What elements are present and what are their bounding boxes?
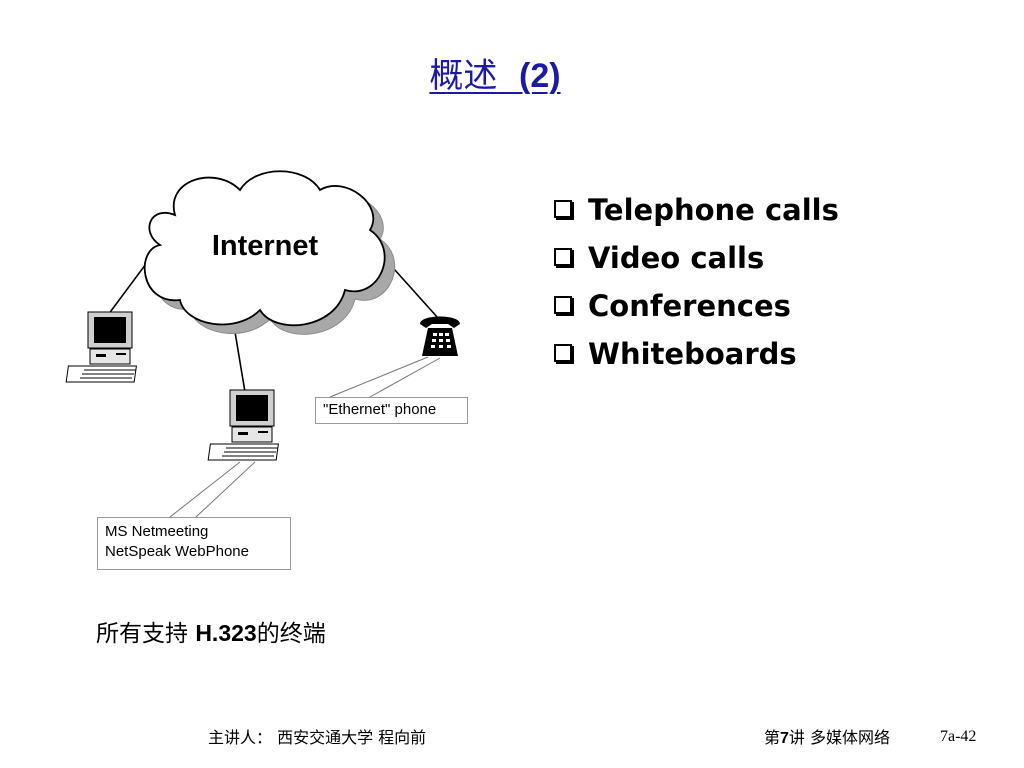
page-number: 7a-42 <box>940 728 976 746</box>
bullet-item: Conferences <box>554 282 839 330</box>
checkbox-bullet-icon <box>554 200 572 218</box>
checkbox-bullet-icon <box>554 344 572 362</box>
pc-callout-line1: MS Netmeeting <box>105 522 283 542</box>
footer-lecture-suffix: 讲 多媒体网络 <box>789 728 890 747</box>
pc-callout: MS Netmeeting NetSpeak WebPhone <box>97 517 291 570</box>
footer-lecture: 第7讲 多媒体网络 <box>764 724 890 748</box>
bullet-item: Video calls <box>554 234 839 282</box>
pc-icon <box>66 312 136 382</box>
phone-callout: "Ethernet" phone <box>315 397 468 424</box>
cloud-label: Internet <box>190 230 340 263</box>
footer-lecture-prefix: 第 <box>764 728 780 747</box>
bullet-list: Telephone calls Video calls Conferences … <box>554 186 839 378</box>
pc-callout-line2: NetSpeak WebPhone <box>105 542 283 562</box>
caption-suffix: 的终端 <box>257 621 326 647</box>
footer-presenter: 主讲人： 西安交通大学 程向前 <box>208 724 426 748</box>
footer-lecture-num: 7 <box>780 730 789 747</box>
checkbox-bullet-icon <box>554 248 572 266</box>
pc-icon <box>208 390 278 460</box>
caption-standard: H.323 <box>195 620 256 646</box>
telephone-icon <box>420 317 460 357</box>
bullet-label: Conferences <box>588 289 791 323</box>
caption: 所有支持 H.323的终端 <box>96 614 326 648</box>
caption-prefix: 所有支持 <box>96 621 195 647</box>
checkbox-bullet-icon <box>554 296 572 314</box>
bullet-item: Telephone calls <box>554 186 839 234</box>
callout-pointers <box>170 357 440 517</box>
bullet-label: Whiteboards <box>588 337 797 371</box>
bullet-label: Video calls <box>588 241 764 275</box>
bullet-label: Telephone calls <box>588 193 839 227</box>
bullet-item: Whiteboards <box>554 330 839 378</box>
